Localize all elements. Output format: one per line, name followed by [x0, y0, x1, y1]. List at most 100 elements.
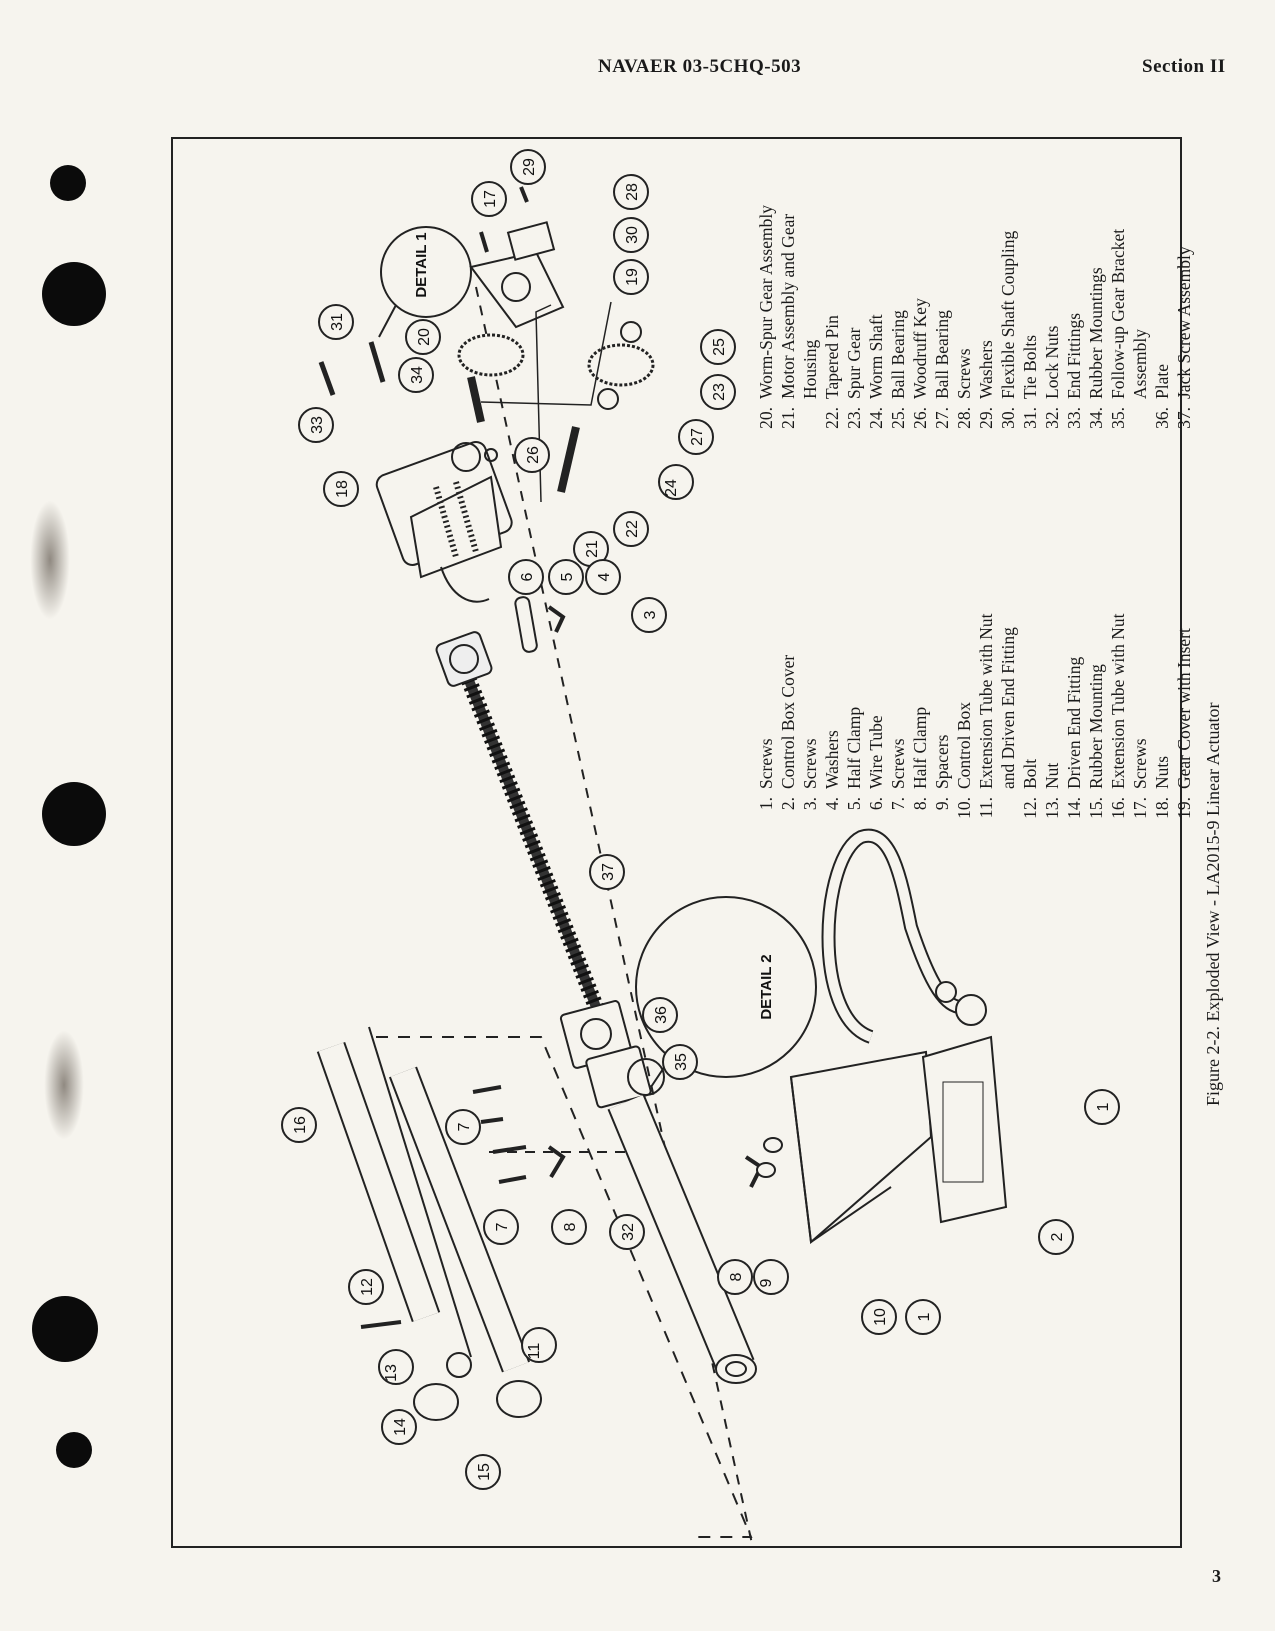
svg-text:31: 31 [329, 313, 346, 331]
legend-item: 9.Spacers [932, 734, 952, 811]
legend-item: Assembly [1130, 329, 1150, 399]
detail-1-circle [380, 226, 472, 318]
callout-27: 27 [678, 419, 714, 455]
svg-text:15: 15 [476, 1463, 493, 1481]
callout-34: 34 [398, 357, 434, 393]
callout-3: 3 [631, 597, 667, 633]
svg-text:16: 16 [292, 1116, 309, 1134]
binder-hole-bottom [56, 1432, 92, 1468]
legend-item: and Driven End Fitting [998, 627, 1018, 789]
figure-frame [171, 137, 1182, 1548]
legend-item: 29.Washers [976, 340, 996, 429]
svg-text:35: 35 [673, 1053, 690, 1071]
legend-item: 34.Rubber Mountings [1086, 267, 1106, 429]
svg-text:22: 22 [624, 520, 641, 538]
extension-tube-11 [607, 1058, 757, 1384]
legend-item: 3.Screws [800, 738, 820, 811]
svg-text:13: 13 [383, 1364, 400, 1382]
scan-smudge [44, 1030, 84, 1140]
svg-text:8: 8 [562, 1222, 579, 1231]
callout-32: 32 [609, 1214, 645, 1250]
detail-2-circle [635, 896, 817, 1078]
svg-text:9: 9 [758, 1278, 775, 1287]
svg-text:12: 12 [359, 1278, 376, 1296]
svg-text:21: 21 [584, 540, 601, 558]
legend-item: 35.Follow-up Gear Bracket [1108, 228, 1128, 429]
svg-text:24: 24 [663, 479, 680, 497]
callout-25: 25 [700, 329, 736, 365]
svg-text:11: 11 [526, 1343, 543, 1360]
legend-item: 21.Motor Assembly and Gear [778, 213, 798, 429]
svg-text:3: 3 [642, 610, 659, 619]
svg-text:18: 18 [334, 480, 351, 498]
callout-14: 14 [381, 1409, 417, 1445]
callout-5: 5 [548, 559, 584, 595]
legend-item: 33.End Fittings [1064, 312, 1084, 429]
section-label: Section II [1142, 56, 1226, 77]
legend-item: 30.Flexible Shaft Coupling [998, 230, 1018, 429]
scan-smudge [30, 500, 70, 620]
callout-7: 7 [445, 1109, 481, 1145]
callout-9: 9 [753, 1259, 789, 1295]
svg-text:27: 27 [689, 428, 706, 446]
callout-4: 4 [585, 559, 621, 595]
svg-text:14: 14 [392, 1418, 409, 1436]
callout-7b: 7 [483, 1209, 519, 1245]
svg-text:32: 32 [620, 1223, 637, 1241]
legend-item: 25.Ball Bearing [888, 310, 908, 429]
legend-item: 31.Tie Bolts [1020, 334, 1040, 429]
legend-item: 12.Bolt [1020, 758, 1040, 819]
callout-31: 31 [318, 304, 354, 340]
callout-11: 11 [521, 1327, 557, 1363]
legend-item: 4.Washers [822, 730, 842, 811]
callout-21: 21 [573, 531, 609, 567]
callout-26: 26 [514, 437, 550, 473]
legend-item: Housing [800, 339, 820, 399]
binder-hole-middle [42, 782, 106, 846]
callout-1: 1 [905, 1299, 941, 1335]
parts-legend-left: 1.Screws 2.Control Box Cover 3.Screws 4.… [755, 613, 1195, 823]
legend-item: 13.Nut [1042, 762, 1062, 819]
callouts: 31 34 33 18 20 21 29 28 17 30 19 25 23 2… [281, 149, 1120, 1490]
legend-item: 23.Spur Gear [844, 327, 864, 429]
callout-24: 24 [658, 464, 694, 500]
legend-item: 36.Plate [1152, 364, 1172, 429]
document-number: NAVAER 03-5CHQ-503 [598, 56, 802, 77]
svg-text:1: 1 [916, 1312, 933, 1321]
callout-35: 35 [662, 1044, 698, 1080]
callout-19: 19 [613, 259, 649, 295]
callout-33: 33 [298, 407, 334, 443]
jack-screw-assembly [435, 631, 604, 1010]
callout-1b: 1 [1084, 1089, 1120, 1125]
legend-item: 11.Extension Tube with Nut [976, 613, 996, 819]
svg-text:37: 37 [600, 863, 617, 881]
legend-item: 5.Half Clamp [844, 706, 864, 811]
legend-item: 20.Worm-Spur Gear Assembly [756, 205, 776, 429]
callout-12: 12 [348, 1269, 384, 1305]
callout-20: 20 [405, 319, 441, 355]
binder-hole-lower [32, 1296, 98, 1362]
legend-item: 19.Gear Cover with Insert [1174, 628, 1194, 819]
callout-17: 17 [471, 181, 507, 217]
legend-item: 1.Screws [756, 738, 776, 811]
svg-text:20: 20 [416, 328, 433, 346]
callout-16: 16 [281, 1107, 317, 1143]
svg-text:6: 6 [519, 572, 536, 581]
legend-item: 6.Wire Tube [866, 715, 886, 811]
callout-18: 18 [323, 471, 359, 507]
callout-13: 13 [378, 1349, 414, 1385]
svg-text:33: 33 [309, 416, 326, 434]
svg-text:7: 7 [456, 1122, 473, 1131]
callout-15: 15 [465, 1454, 501, 1490]
legend-item: 7.Screws [888, 738, 908, 811]
legend-item: 37.Jack Screw Assembly [1174, 246, 1194, 429]
callout-28: 28 [613, 174, 649, 210]
detail-2-label: DETAIL 2 [758, 954, 775, 1019]
legend-item: 14.Driven End Fitting [1064, 656, 1084, 819]
legend-item: 27.Ball Bearing [932, 310, 952, 429]
legend-item: 24.Worm Shaft [866, 314, 886, 429]
legend-item: 10.Control Box [954, 701, 974, 819]
legend-item: 2.Control Box Cover [778, 654, 798, 811]
detail-1-label: DETAIL 1 [413, 232, 430, 297]
svg-text:29: 29 [521, 158, 538, 176]
